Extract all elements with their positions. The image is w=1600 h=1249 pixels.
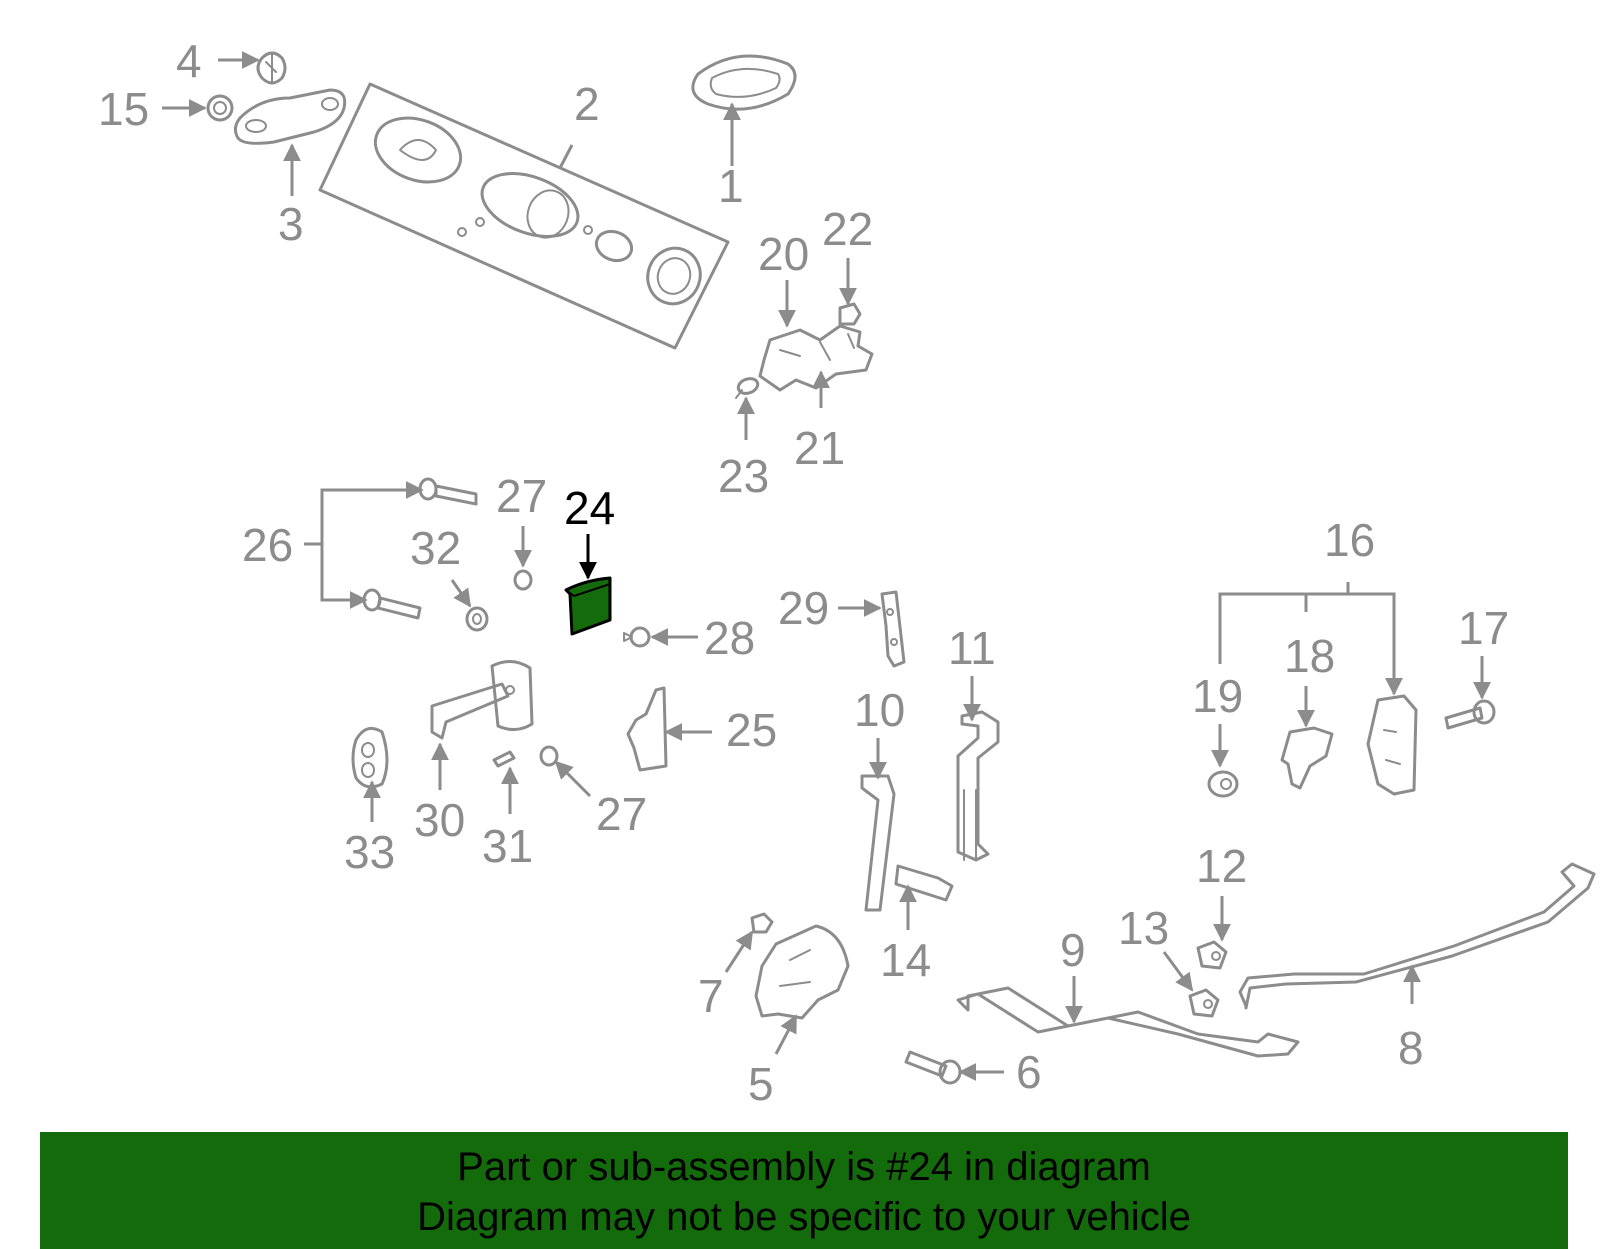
- part-17-screw[interactable]: [1444, 699, 1496, 730]
- callout-31[interactable]: 31: [482, 820, 533, 872]
- callout-4[interactable]: 4: [176, 35, 202, 87]
- callout-29[interactable]: 29: [778, 582, 829, 634]
- callout-2[interactable]: 2: [574, 78, 600, 130]
- part-29-bracket[interactable]: [880, 590, 906, 668]
- callout-15[interactable]: 15: [98, 83, 149, 135]
- part-9-rod[interactable]: [956, 986, 1300, 1058]
- part-23-screw[interactable]: [735, 376, 760, 399]
- part-2-panel[interactable]: [318, 82, 730, 350]
- part-6-bolt[interactable]: [904, 1050, 962, 1085]
- callout-32[interactable]: 32: [410, 522, 461, 574]
- part-18-striker[interactable]: [1280, 726, 1334, 790]
- callout-27-lower[interactable]: 27: [596, 788, 647, 840]
- part-28-clip[interactable]: [623, 626, 651, 648]
- part-24-highlighted[interactable]: [564, 576, 612, 636]
- part-19-nut[interactable]: [1207, 770, 1239, 798]
- part-27-grommet-lower[interactable]: [539, 745, 559, 767]
- part-7-clip[interactable]: [750, 912, 774, 934]
- part-33-grommet[interactable]: [351, 726, 389, 789]
- callout-7[interactable]: 7: [698, 970, 724, 1022]
- leader-lines: [162, 51, 1491, 1081]
- callout-8[interactable]: 8: [1398, 1022, 1424, 1074]
- callout-23[interactable]: 23: [718, 450, 769, 502]
- callout-11[interactable]: 11: [948, 622, 996, 674]
- callout-24[interactable]: 24: [564, 482, 615, 534]
- callout-6[interactable]: 6: [1016, 1046, 1042, 1098]
- callout-13[interactable]: 13: [1118, 902, 1169, 954]
- part-1-handle[interactable]: [691, 54, 797, 111]
- part-26-bolt-upper[interactable]: [418, 477, 478, 506]
- part-22-lever[interactable]: [838, 302, 862, 326]
- part-5-latch[interactable]: [754, 924, 850, 1020]
- part-10-rod[interactable]: [860, 774, 896, 912]
- callout-16[interactable]: 16: [1324, 514, 1375, 566]
- callout-17[interactable]: 17: [1458, 602, 1509, 654]
- part-25-bracket[interactable]: [626, 686, 668, 772]
- part-30-check-link[interactable]: [430, 660, 534, 740]
- part-32-nut[interactable]: [465, 606, 489, 632]
- callout-9[interactable]: 9: [1060, 924, 1086, 976]
- callout-5[interactable]: 5: [748, 1058, 774, 1110]
- part-8-rod[interactable]: [1238, 862, 1596, 1010]
- part-12-bushing[interactable]: [1196, 940, 1228, 970]
- part-27-grommet-upper[interactable]: [513, 569, 533, 591]
- part-15-nut[interactable]: [206, 94, 234, 122]
- part-3-bracket[interactable]: [233, 88, 347, 145]
- part-11-rod[interactable]: [956, 710, 1000, 862]
- part-26-bolt-lower[interactable]: [362, 588, 422, 620]
- callout-27-upper[interactable]: 27: [496, 470, 547, 522]
- callout-20[interactable]: 20: [758, 228, 809, 280]
- callout-26[interactable]: 26: [242, 519, 293, 571]
- callout-25[interactable]: 25: [726, 704, 777, 756]
- part-4-clip[interactable]: [256, 51, 287, 85]
- part-13-bushing[interactable]: [1188, 988, 1220, 1018]
- callout-21[interactable]: 21: [794, 422, 845, 474]
- callout-28[interactable]: 28: [704, 612, 755, 664]
- callout-1[interactable]: 1: [718, 160, 744, 212]
- callout-labels: 4 15 3 2 1 20 22 21 23 26 27 32 24 28 29…: [98, 35, 1509, 1110]
- callout-3[interactable]: 3: [278, 198, 304, 250]
- callout-33[interactable]: 33: [344, 826, 395, 878]
- callout-19[interactable]: 19: [1192, 670, 1243, 722]
- part-31-pin[interactable]: [492, 750, 516, 768]
- banner-line-1: Part or sub-assembly is #24 in diagram: [457, 1145, 1151, 1189]
- callout-22[interactable]: 22: [822, 203, 873, 255]
- banner-line-2: Diagram may not be specific to your vehi…: [417, 1195, 1191, 1239]
- callout-14[interactable]: 14: [880, 934, 931, 986]
- part-14-clip[interactable]: [894, 864, 954, 902]
- callout-12[interactable]: 12: [1196, 840, 1247, 892]
- part-21-lock-bracket[interactable]: [758, 324, 874, 392]
- part-16-latch-plate[interactable]: [1366, 694, 1418, 796]
- callout-18[interactable]: 18: [1284, 630, 1335, 682]
- callout-10[interactable]: 10: [854, 684, 905, 736]
- info-banner: Part or sub-assembly is #24 in diagram D…: [40, 1132, 1568, 1249]
- callout-30[interactable]: 30: [414, 794, 465, 846]
